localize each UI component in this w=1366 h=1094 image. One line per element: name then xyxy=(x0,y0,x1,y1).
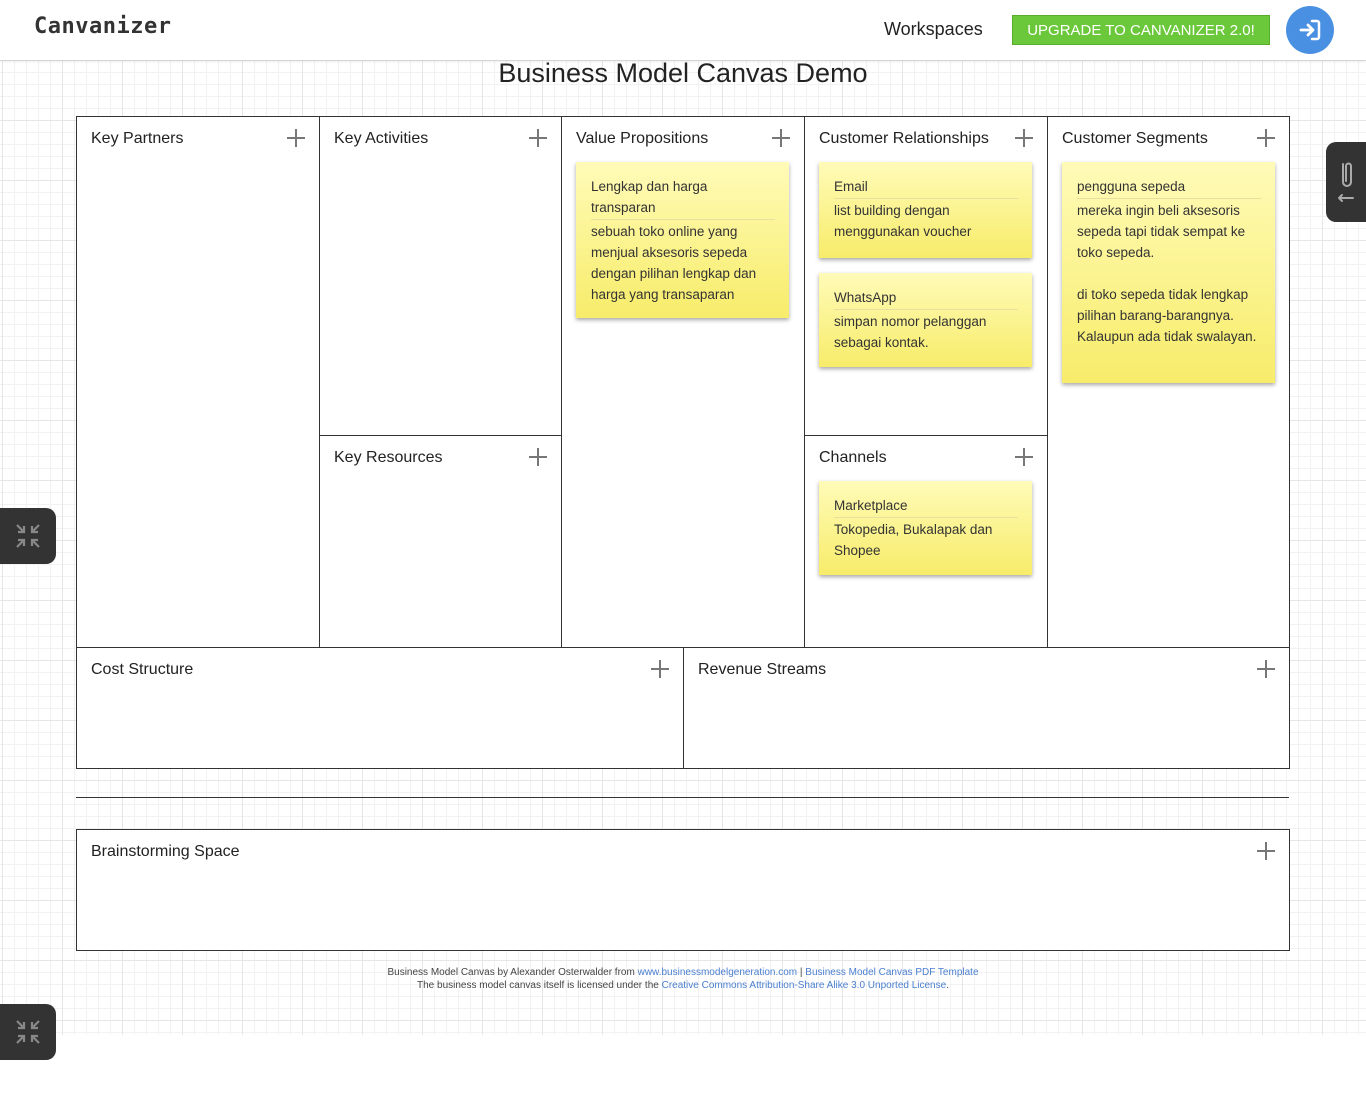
key-resources-section: Key Resources xyxy=(319,435,562,648)
sign-in-icon xyxy=(1299,19,1321,41)
workspaces-link[interactable]: Workspaces xyxy=(884,19,983,39)
add-key-partners-button[interactable] xyxy=(287,129,305,147)
footer-credits: Business Model Canvas by Alexander Oster… xyxy=(0,966,1366,992)
add-key-resources-button[interactable] xyxy=(529,448,547,466)
value-propositions-title: Value Propositions xyxy=(576,130,709,147)
footer-license-suffix: . xyxy=(946,980,949,991)
customer-segments-section: Customer Segments pengguna sepeda mereka… xyxy=(1047,116,1290,648)
add-revenue-streams-button[interactable] xyxy=(1257,660,1275,678)
collapse-arrows-icon xyxy=(16,524,40,548)
note-title: Marketplace xyxy=(834,495,1018,518)
businessmodelgeneration-link[interactable]: www.businessmodelgeneration.com xyxy=(637,967,798,978)
cost-structure-section: Cost Structure xyxy=(76,647,684,769)
brainstorming-title: Brainstorming Space xyxy=(91,843,240,860)
sticky-note[interactable]: Marketplace Tokopedia, Bukalapak dan Sho… xyxy=(819,481,1032,575)
add-customer-relationships-button[interactable] xyxy=(1015,129,1033,147)
note-body: simpan nomor pelanggan sebagai kontak. xyxy=(834,314,987,350)
sticky-note[interactable]: Email list building dengan menggunakan v… xyxy=(819,162,1032,258)
note-title: Email xyxy=(834,176,1018,199)
key-activities-title: Key Activities xyxy=(334,130,429,147)
brainstorming-section: Brainstorming Space xyxy=(76,829,1290,951)
customer-relationships-section: Customer Relationships Email list buildi… xyxy=(804,116,1048,436)
footer-credit-text: Business Model Canvas by Alexander Oster… xyxy=(387,967,638,978)
add-value-propositions-button[interactable] xyxy=(772,129,790,147)
pdf-template-link[interactable]: Business Model Canvas PDF Template xyxy=(805,967,979,978)
value-propositions-section: Value Propositions Lengkap dan harga tra… xyxy=(561,116,805,648)
key-activities-section: Key Activities xyxy=(319,116,562,436)
note-title: pengguna sepeda xyxy=(1077,176,1261,199)
add-cost-structure-button[interactable] xyxy=(651,660,669,678)
note-title: Lengkap dan harga transparan xyxy=(591,176,775,220)
add-customer-segments-button[interactable] xyxy=(1257,129,1275,147)
collapse-left-tab[interactable] xyxy=(0,508,56,564)
creative-commons-link[interactable]: Creative Commons Attribution-Share Alike… xyxy=(661,980,947,991)
channels-section: Channels Marketplace Tokopedia, Bukalapa… xyxy=(804,435,1048,648)
attachments-tab[interactable] xyxy=(1326,142,1366,222)
key-partners-section: Key Partners xyxy=(76,116,320,648)
collapse-arrows-icon xyxy=(16,1020,40,1044)
note-body: list building dengan menggunakan voucher xyxy=(834,203,972,239)
sticky-note[interactable]: pengguna sepeda mereka ingin beli akseso… xyxy=(1062,162,1275,383)
add-brainstorming-button[interactable] xyxy=(1257,842,1275,860)
sticky-note[interactable]: WhatsApp simpan nomor pelanggan sebagai … xyxy=(819,273,1032,367)
key-partners-title: Key Partners xyxy=(91,130,184,147)
revenue-streams-title: Revenue Streams xyxy=(698,661,827,678)
footer-separator: | xyxy=(797,967,806,978)
note-body: Tokopedia, Bukalapak dan Shopee xyxy=(834,522,993,558)
top-header: Canvanizer Workspaces UPGRADE TO CANVANI… xyxy=(0,0,1366,60)
login-button[interactable] xyxy=(1286,6,1334,54)
add-channels-button[interactable] xyxy=(1015,448,1033,466)
note-body: mereka ingin beli aksesoris sepeda tapi … xyxy=(1077,203,1257,344)
page-title: Business Model Canvas Demo xyxy=(498,58,868,88)
sticky-note[interactable]: Lengkap dan harga transparan sebuah toko… xyxy=(576,162,789,318)
key-resources-title: Key Resources xyxy=(334,449,443,466)
paperclip-icon xyxy=(1338,162,1354,202)
footer-license-text: The business model canvas itself is lice… xyxy=(417,980,662,991)
channels-title: Channels xyxy=(819,449,887,466)
note-body: sebuah toko online yang menjual aksesori… xyxy=(591,224,757,302)
cost-structure-title: Cost Structure xyxy=(91,661,194,678)
logo[interactable]: Canvanizer xyxy=(34,14,172,39)
note-title: WhatsApp xyxy=(834,287,1018,310)
add-key-activities-button[interactable] xyxy=(529,129,547,147)
upgrade-button[interactable]: UPGRADE TO CANVANIZER 2.0! xyxy=(1012,15,1270,45)
section-divider xyxy=(76,797,1289,798)
customer-segments-title: Customer Segments xyxy=(1062,130,1208,147)
page-bottom xyxy=(0,1035,1366,1094)
collapse-bottom-tab[interactable] xyxy=(0,1004,56,1060)
customer-relationships-title: Customer Relationships xyxy=(819,130,989,147)
revenue-streams-section: Revenue Streams xyxy=(683,647,1290,769)
